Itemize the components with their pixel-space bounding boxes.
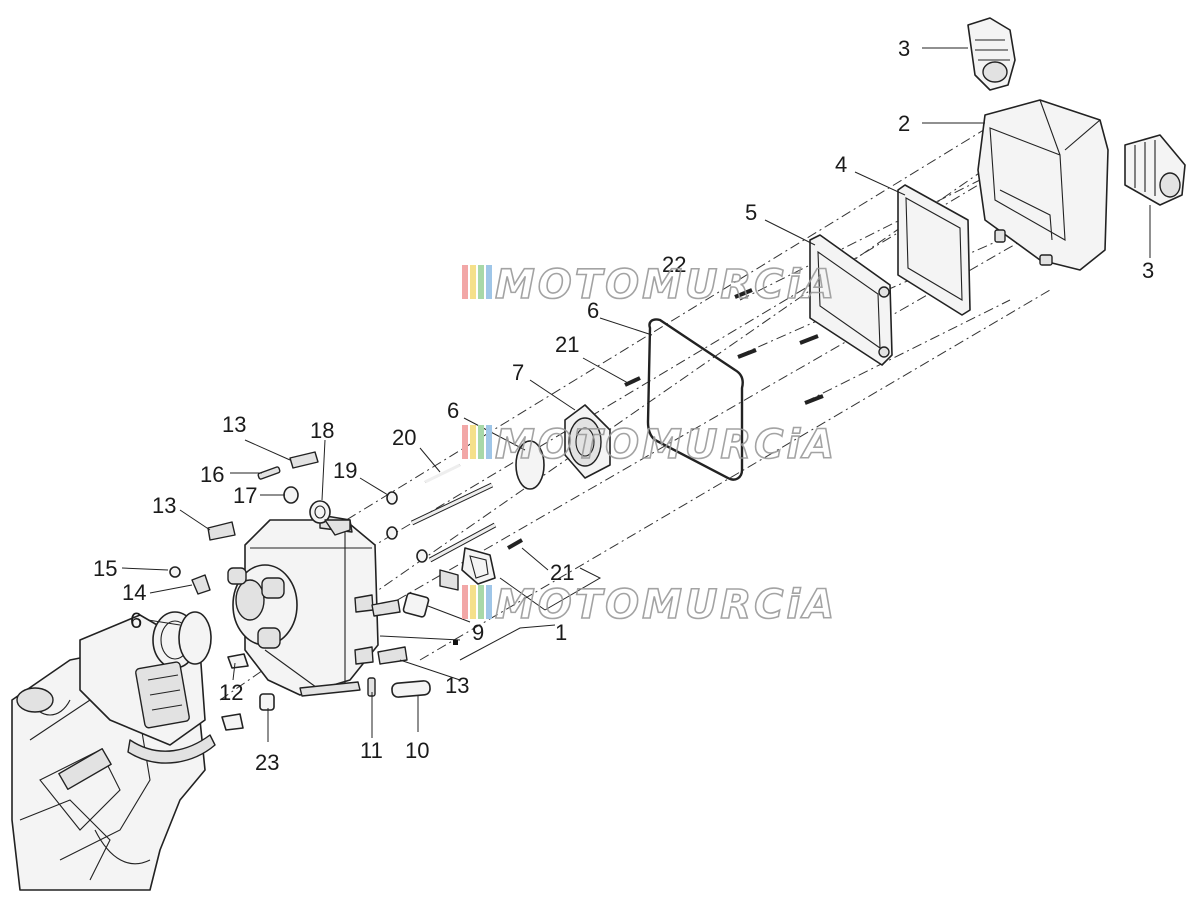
clips-and-bushings [169,451,408,665]
callout-7: 7 [512,360,524,385]
watermark-stripe [470,585,476,619]
callout-21-top: 21 [555,332,579,357]
callout-16: 16 [200,462,224,487]
screws [507,288,824,550]
intake-snorkel-side [1124,134,1186,206]
watermark-stripe [478,585,484,619]
callout-13-left: 13 [152,493,176,518]
o-rings [178,440,545,665]
callout-4: 4 [835,152,847,177]
watermark-2: MOTOMURCiA [462,421,837,469]
callout-13-top: 13 [222,412,246,437]
callout-12: 12 [219,680,243,705]
callout-22: 22 [662,252,686,277]
watermark-text: MOTOMURCiA [495,422,837,468]
callout-18: 18 [310,418,334,443]
watermark-stripe [478,265,484,299]
callout-15: 15 [93,556,117,581]
filter-frame [809,234,893,366]
small-hardware [221,547,496,731]
watermark-stripe [462,585,468,619]
callout-17: 17 [233,483,257,508]
watermark-stripe [486,265,492,299]
watermark-stripe [486,425,492,459]
leader-lines [121,47,1151,742]
callout-14: 14 [122,580,146,605]
watermark-stripe [470,265,476,299]
airbox-gasket [646,318,744,481]
callout-9: 9 [472,620,484,645]
callout-20: 20 [392,425,416,450]
watermark-stripe [478,425,484,459]
callout-5: 5 [745,200,757,225]
watermark-stripe [470,425,476,459]
callout-3-side: 3 [1142,258,1154,283]
watermark-1: MOTOMURCiA [462,261,837,309]
watermark-stripe [486,585,492,619]
watermark-3: MOTOMURCiA [462,581,837,629]
callout-6-ring: 6 [447,398,459,423]
intake-duct [564,404,611,479]
callout-labels: 3 2 3 4 5 22 6 21 7 6 20 19 18 13 16 17 … [93,36,1154,775]
callout-3-top: 3 [898,36,910,61]
watermark-stripe [462,425,468,459]
watermark-text: MOTOMURCiA [495,582,837,628]
callout-2: 2 [898,111,910,136]
callout-19: 19 [333,458,357,483]
intake-snorkel-top [967,17,1016,91]
callout-11: 11 [360,738,383,763]
callout-23: 23 [255,750,279,775]
callout-13-bottom: 13 [445,673,469,698]
callout-21-bottom: 21 [550,560,574,585]
airbox-lower [227,514,458,696]
airbox-cover [977,99,1109,271]
filter-element [897,184,971,316]
callout-1: 1 [555,620,567,645]
watermark-text: MOTOMURCiA [495,262,837,308]
callout-6-gasket: 6 [587,298,599,323]
callout-6-throttle: 6 [130,608,142,633]
callout-10: 10 [405,738,429,763]
rods-and-spacers [386,463,497,563]
watermark-stripe [462,265,468,299]
